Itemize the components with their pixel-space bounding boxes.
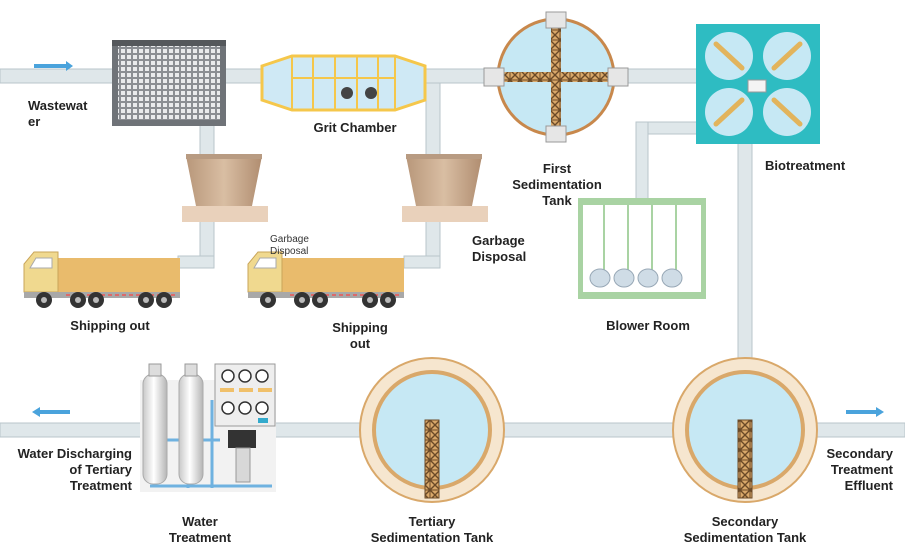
blower-room (578, 198, 706, 299)
label-secondary-sedimentation: Secondary Sedimentation Tank (683, 514, 807, 545)
label-garbage-disposal: Garbage Disposal (472, 233, 527, 264)
label-blower-room: Blower Room (606, 318, 690, 333)
label-shipping-out-1: Shipping out (70, 318, 150, 333)
water-treatment-unit (140, 363, 276, 492)
biotreatment-basin (696, 24, 820, 144)
discharge-arrow-icon (32, 407, 70, 417)
tertiary-sedimentation-tank (359, 357, 505, 503)
label-water-discharging: Water Discharging of Tertiary Treatment (17, 446, 132, 493)
label-first-sedimentation: First Sedimentation Tank (512, 161, 602, 208)
label-shipping-out-2: Shipping out (332, 320, 388, 351)
label-wastewater: Wastewat er (28, 98, 88, 129)
truck-left (23, 251, 180, 308)
effluent-arrow-icon (846, 407, 884, 417)
hopper-right (402, 154, 488, 222)
truck-right (247, 251, 404, 308)
bar-screen (112, 40, 226, 126)
label-tertiary-sedimentation: Tertiary Sedimentation Tank (370, 514, 494, 545)
label-grit-chamber: Grit Chamber (313, 120, 397, 135)
filter-tank-1 (142, 373, 168, 485)
first-sedimentation-tank (483, 11, 629, 143)
hopper-left (182, 154, 268, 222)
label-secondary-effluent: Secondary Treatment Effluent (826, 446, 893, 493)
label-garbage-disposal-small: Garbage Disposal (270, 234, 309, 257)
label-water-treatment: Water Treatment (168, 514, 232, 545)
filter-tank-2 (178, 373, 204, 485)
flow-arrows (32, 61, 884, 417)
secondary-sedimentation-tank (672, 357, 818, 503)
grit-chamber (260, 54, 427, 112)
inflow-arrow-icon (34, 61, 73, 71)
label-biotreatment: Biotreatment (765, 158, 846, 173)
